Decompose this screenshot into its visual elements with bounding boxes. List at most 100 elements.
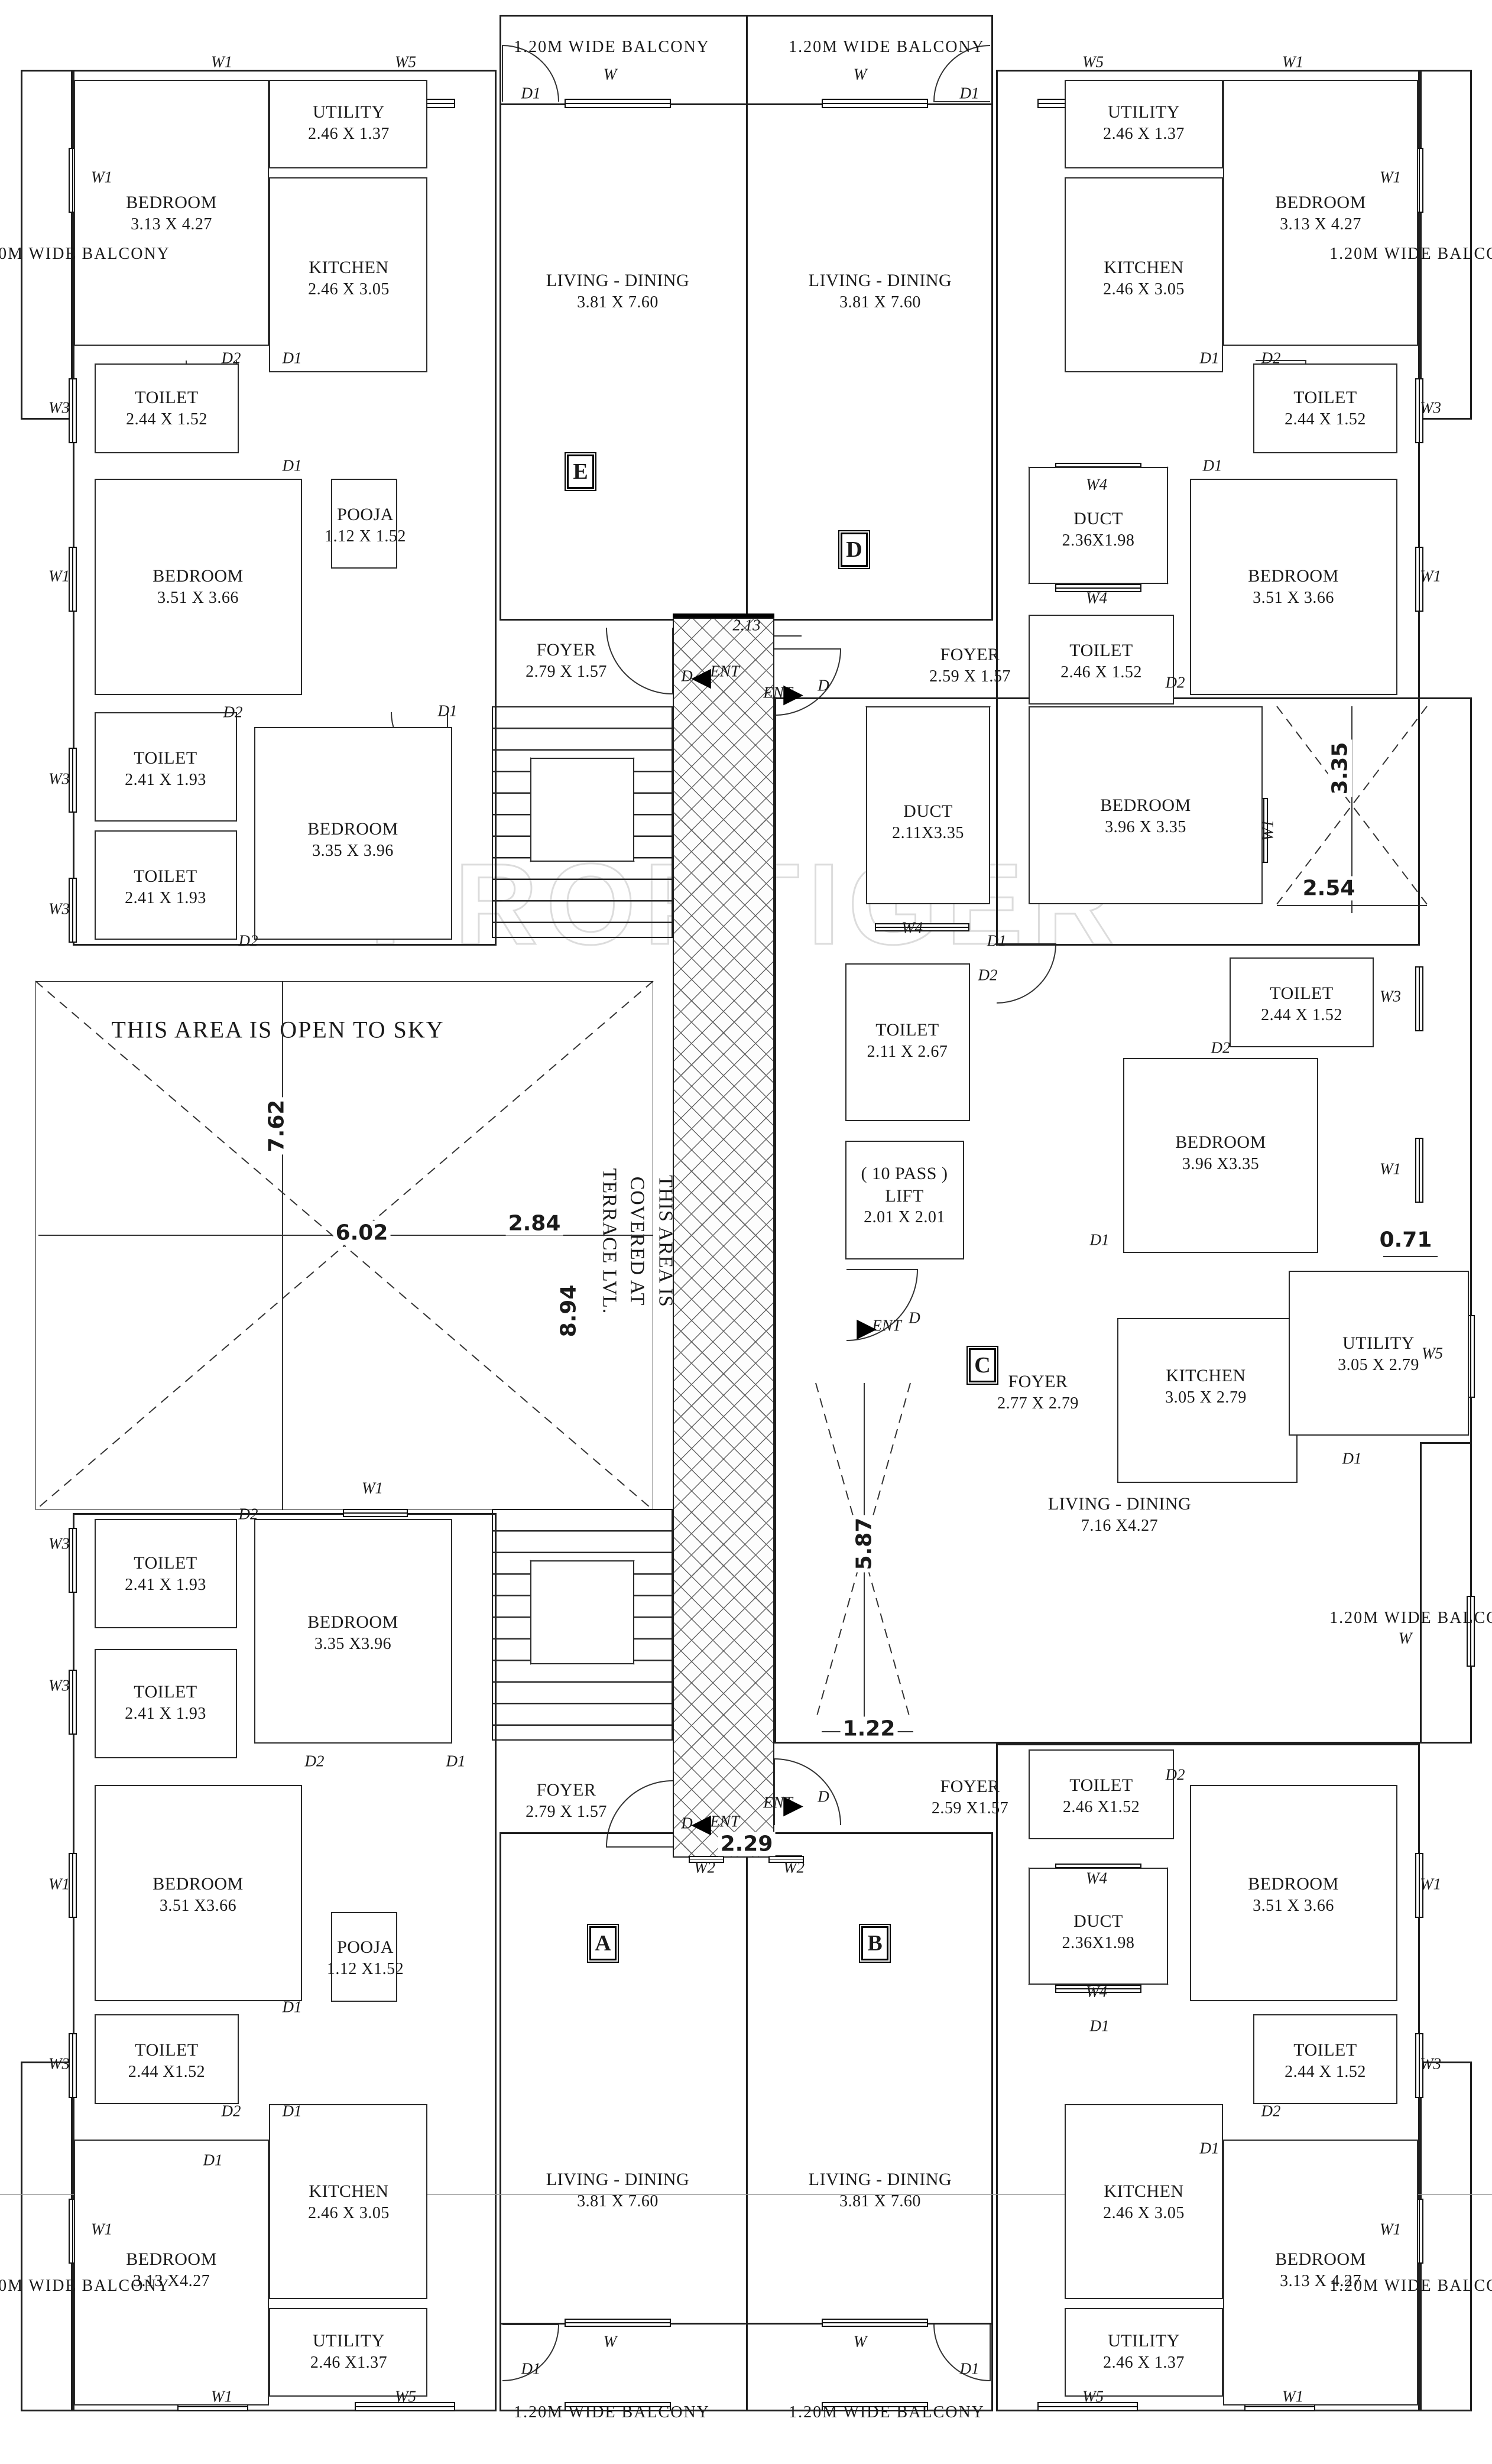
window-tag-w1: W1 xyxy=(48,1875,70,1893)
door-tag-d1: D1 xyxy=(1342,1449,1362,1468)
room-name: UTILITY xyxy=(1108,102,1180,122)
room-name: BEDROOM xyxy=(126,2249,217,2269)
window-tag-w1: W1 xyxy=(91,168,112,186)
room-bedroom xyxy=(74,2140,269,2405)
room-dims: 2.77 X 2.79 xyxy=(997,1394,1079,1413)
room-dims: 3.51 X 3.66 xyxy=(1253,588,1334,607)
window-h xyxy=(1055,1985,1141,1993)
entry-arrow: ▶ xyxy=(783,1790,803,1819)
wall-line xyxy=(746,1832,748,2411)
room-duct xyxy=(866,706,990,904)
door-tag-d1: D1 xyxy=(1089,1231,1110,1249)
room-toilet xyxy=(1029,615,1174,705)
room-name: UTILITY xyxy=(1342,1333,1415,1353)
door-tag-d1: D1 xyxy=(1199,349,1219,367)
door-tag-d1: D1 xyxy=(959,84,979,102)
room-dims: 2.41 X 1.93 xyxy=(125,888,206,907)
room-dims: 2.46 X1.52 xyxy=(1062,1797,1140,1816)
room-toilet xyxy=(95,363,239,453)
room-dims: 2.41 X 1.93 xyxy=(125,1575,206,1594)
window-tag-w1: W1 xyxy=(1259,820,1277,841)
wall-rect xyxy=(35,981,653,1510)
door-tag-d2: D2 xyxy=(221,2102,241,2120)
window-h xyxy=(565,2402,671,2411)
door-tag-d1: D1 xyxy=(1089,2017,1110,2035)
room-name: BEDROOM xyxy=(153,566,244,586)
room-utility xyxy=(1065,2308,1223,2397)
room-kitchen xyxy=(269,2104,427,2299)
balcony-label: 1.20M WIDE BALCONY xyxy=(0,2277,170,2295)
window-tag-w4: W4 xyxy=(1086,589,1107,607)
door-tag-d2: D2 xyxy=(223,703,243,721)
window-tag-w3: W3 xyxy=(48,1534,70,1553)
door-tag-d1: D1 xyxy=(282,349,302,367)
room-dims: 3.81 X 7.60 xyxy=(839,2192,921,2210)
balcony-label: 1.20M WIDE BALCONY xyxy=(1329,245,1492,263)
room-dims: 2.36X1.98 xyxy=(1062,531,1135,550)
room-name: TOILET xyxy=(1293,2040,1357,2060)
room-dims: 2.79 X 1.57 xyxy=(526,1802,607,1821)
room-dims: 1.12 X 1.52 xyxy=(325,527,406,546)
door-tag-d1: D1 xyxy=(282,2102,302,2120)
room-kitchen xyxy=(1117,1318,1298,1483)
room-name: BEDROOM xyxy=(153,1874,244,1894)
window-v xyxy=(69,1528,77,1593)
corridor-hatch xyxy=(673,618,774,1858)
window-h xyxy=(822,99,928,108)
window-tag-w1: W1 xyxy=(1380,2220,1401,2238)
room-dims: 3.81 X 7.60 xyxy=(577,2192,659,2210)
window-h xyxy=(355,2402,455,2411)
wall-rect xyxy=(996,70,1420,946)
room-dims: 3.96 X 3.35 xyxy=(1105,817,1186,836)
room-bedroom xyxy=(95,1785,302,2001)
room-dims: 3.96 X3.35 xyxy=(1182,1154,1260,1173)
window-h xyxy=(565,99,671,108)
window-h xyxy=(768,1856,804,1863)
dimension-label: 7.62 xyxy=(264,1097,289,1155)
room-toilet xyxy=(1029,1749,1174,1839)
room-name: POOJA xyxy=(337,1937,394,1957)
window-tag-w3: W3 xyxy=(1380,987,1401,1005)
door-tag-d2: D2 xyxy=(978,966,998,984)
room-dims: 2.59 X 1.57 xyxy=(929,667,1011,686)
window-tag-w: W xyxy=(853,2332,867,2351)
room-dims: 3.13 X 4.27 xyxy=(1280,215,1361,233)
window-tag-w1: W1 xyxy=(1380,1160,1401,1178)
room-name: TOILET xyxy=(135,2040,199,2060)
room-dims: 2.44 X1.52 xyxy=(128,2062,206,2081)
room-dims: 3.51 X 3.66 xyxy=(157,588,239,607)
room-name: FOYER xyxy=(536,1780,596,1800)
room-name: TOILET xyxy=(1069,640,1133,660)
balcony-label: 1.20M WIDE BALCONY xyxy=(514,2403,710,2421)
room-pooja xyxy=(331,479,397,569)
window-tag-w: W xyxy=(603,2332,617,2351)
dimension-label: 0.71 xyxy=(1377,1228,1435,1252)
room-toilet xyxy=(95,712,237,822)
window-v xyxy=(69,1853,77,1918)
window-tag-w5: W5 xyxy=(1082,53,1104,71)
room-name: BEDROOM xyxy=(1275,2249,1366,2269)
room-name: FOYER xyxy=(940,644,1000,664)
room-dims: 3.13 X 4.27 xyxy=(1280,2271,1361,2290)
window-tag-w4: W4 xyxy=(1086,475,1107,494)
